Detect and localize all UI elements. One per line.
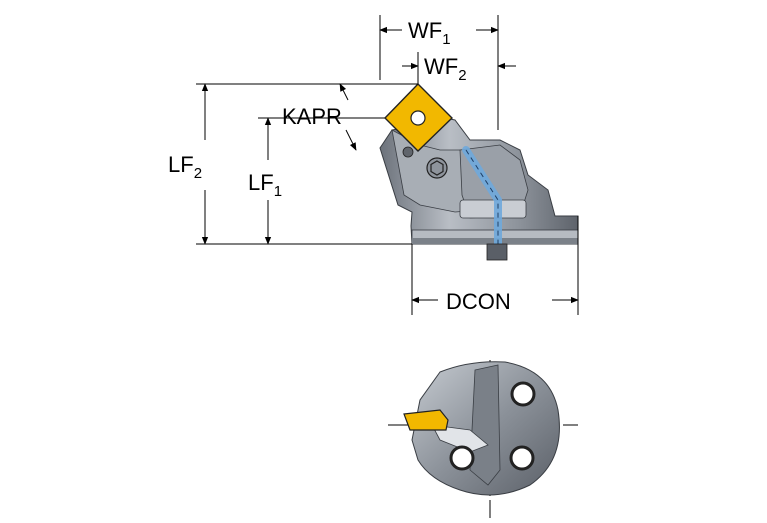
- screw-hex-icon: [430, 160, 444, 176]
- label-wf2: WF2: [424, 54, 467, 84]
- end-hole-left-icon: [449, 445, 475, 471]
- label-lf1: LF1: [248, 170, 282, 200]
- end-wedge: [469, 364, 501, 486]
- tool-side-view: [379, 83, 579, 261]
- dimension-labels: WF1 WF2 KAPR LF2 LF1 DCON: [168, 18, 511, 314]
- coolant-channel-center: [465, 149, 499, 250]
- label-dcon: DCON: [446, 289, 511, 314]
- screw-head-icon: [426, 157, 448, 179]
- end-hole-top-icon: [510, 381, 536, 407]
- coolant-plug: [486, 243, 508, 261]
- slot: [459, 199, 527, 219]
- end-clamp: [431, 424, 489, 453]
- label-kapr: KAPR: [282, 104, 342, 129]
- dimensions: [196, 15, 579, 315]
- pin-icon: [402, 146, 414, 158]
- tool-end-view: [388, 360, 578, 518]
- label-lf2: LF2: [168, 152, 202, 182]
- end-hole-right-icon: [509, 445, 535, 471]
- insert-hole-icon: [410, 110, 426, 126]
- end-insert-icon: [403, 409, 449, 431]
- label-wf1: WF1: [408, 18, 451, 48]
